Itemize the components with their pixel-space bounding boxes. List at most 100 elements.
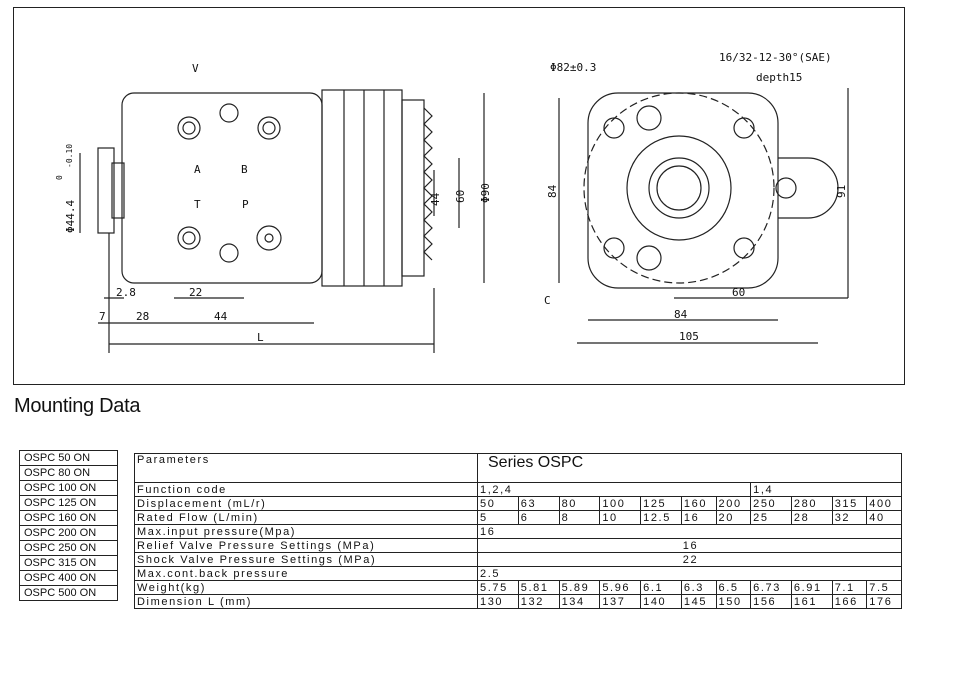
cell: 5 [477, 510, 519, 525]
cell: 161 [790, 594, 833, 609]
dim-60-vert: 60 [454, 190, 467, 203]
model-item: OSPC 250 ON [19, 540, 118, 556]
dim-44-horiz: 44 [214, 310, 228, 323]
cell: 125 [640, 496, 682, 511]
cell: 145 [680, 594, 717, 609]
spline-depth: depth15 [756, 71, 802, 84]
label-p: P [242, 198, 249, 211]
cell: 160 [680, 496, 717, 511]
cell: 6.91 [790, 580, 833, 595]
cell: 6.3 [680, 580, 717, 595]
label-v: V [192, 62, 199, 75]
cell: 63 [517, 496, 560, 511]
dim-22: 22 [189, 286, 202, 299]
parameters-table: Parameters Series OSPC Function code 1,2… [134, 453, 902, 609]
table-row: Max.input pressure(Mpa) 16 [134, 524, 902, 539]
table-row: Displacement (mL/r) 50 63 80 100 125 160… [134, 496, 902, 511]
dim-105: 105 [679, 330, 699, 343]
cell: 22 [477, 552, 902, 567]
row-label: Max.input pressure(Mpa) [134, 524, 478, 539]
cell: 1,2,4 [476, 482, 752, 497]
row-label: Weight(kg) [134, 580, 478, 595]
section-title: Mounting Data [14, 395, 141, 417]
table-row: Shock Valve Pressure Settings (MPa) 22 [134, 552, 902, 567]
dim-tol-lower: -0.10 [65, 144, 74, 168]
model-item: OSPC 125 ON [19, 495, 118, 511]
cell: 12.5 [640, 510, 682, 525]
row-label: Relief Valve Pressure Settings (MPa) [134, 538, 478, 553]
cell: 315 [831, 496, 868, 511]
model-item: OSPC 400 ON [19, 570, 118, 586]
dim-28: 28 [136, 310, 149, 323]
label-t: T [194, 198, 201, 211]
model-item: OSPC 315 ON [19, 555, 118, 571]
drawing-svg: V A B T P Φ44.4 0 -0.10 44 60 Φ90 2.8 22… [55, 51, 849, 353]
table-row: Weight(kg) 5.75 5.81 5.89 5.96 6.1 6.3 6… [134, 580, 902, 595]
cell: 50 [477, 496, 519, 511]
cell: 6.5 [715, 580, 752, 595]
cell: 20 [715, 510, 752, 525]
dim-84-horiz: 84 [674, 308, 688, 321]
cell: 166 [831, 594, 868, 609]
cell: 7.5 [866, 580, 902, 595]
model-item: OSPC 50 ON [19, 450, 118, 466]
cell: 140 [640, 594, 682, 609]
inlet-boss [111, 162, 125, 219]
cell: 130 [477, 594, 519, 609]
row-label: Max.cont.back pressure [134, 566, 478, 581]
cell: 5.89 [558, 580, 601, 595]
model-item: OSPC 160 ON [19, 510, 118, 526]
cell: 7.1 [831, 580, 868, 595]
dim-dia-82: Φ82±0.3 [550, 61, 596, 74]
row-label: Shock Valve Pressure Settings (MPa) [134, 552, 478, 567]
table-row: Relief Valve Pressure Settings (MPa) 16 [134, 538, 902, 553]
label-a: A [194, 163, 201, 176]
cell: 150 [715, 594, 752, 609]
spline-spec: 16/32-12-30°(SAE) [719, 51, 832, 64]
cell: 200 [715, 496, 752, 511]
cell: 8 [558, 510, 601, 525]
cell: 32 [831, 510, 868, 525]
technical-drawing: V A B T P Φ44.4 0 -0.10 44 60 Φ90 2.8 22… [13, 7, 905, 385]
cell: 5.81 [517, 580, 560, 595]
cell: 40 [866, 510, 902, 525]
cell: 132 [517, 594, 560, 609]
row-label: Displacement (mL/r) [134, 496, 478, 511]
cell: 156 [750, 594, 792, 609]
cell: 400 [866, 496, 902, 511]
cell: 16 [477, 524, 902, 539]
cell: 28 [790, 510, 833, 525]
valve-body [121, 92, 323, 284]
cell: 25 [750, 510, 792, 525]
cell: 6.1 [640, 580, 682, 595]
dim-7: 7 [99, 310, 106, 323]
cell: 2.5 [477, 566, 902, 581]
dim-44-vert: 44 [429, 192, 442, 206]
row-label: Dimension L (mm) [134, 594, 478, 609]
dim-tol-upper: 0 [55, 175, 64, 180]
cell: 134 [558, 594, 601, 609]
cell: 80 [558, 496, 601, 511]
flange [97, 147, 115, 234]
cell: 280 [790, 496, 833, 511]
model-list: OSPC 50 ON OSPC 80 ON OSPC 100 ON OSPC 1… [19, 450, 118, 601]
cell: 1,4 [750, 482, 902, 497]
dim-dia-90: Φ90 [479, 183, 492, 203]
row-label: Rated Flow (L/min) [134, 510, 478, 525]
cell: 6.73 [750, 580, 792, 595]
label-b: B [241, 163, 248, 176]
row-label: Function code [134, 482, 478, 497]
cell: 10 [599, 510, 642, 525]
cell: 5.75 [477, 580, 519, 595]
dim-l: L [257, 331, 264, 344]
model-item: OSPC 100 ON [19, 480, 118, 496]
cell: 100 [599, 496, 642, 511]
dim-60-horiz: 60 [732, 286, 745, 299]
cell: 176 [866, 594, 902, 609]
table-row: Rated Flow (L/min) 5 6 8 10 12.5 16 20 2… [134, 510, 902, 525]
cell: 250 [750, 496, 792, 511]
cell: 137 [599, 594, 642, 609]
cell: 6 [517, 510, 560, 525]
label-c: C [544, 294, 551, 307]
dim-91-vert: 91 [835, 185, 848, 198]
